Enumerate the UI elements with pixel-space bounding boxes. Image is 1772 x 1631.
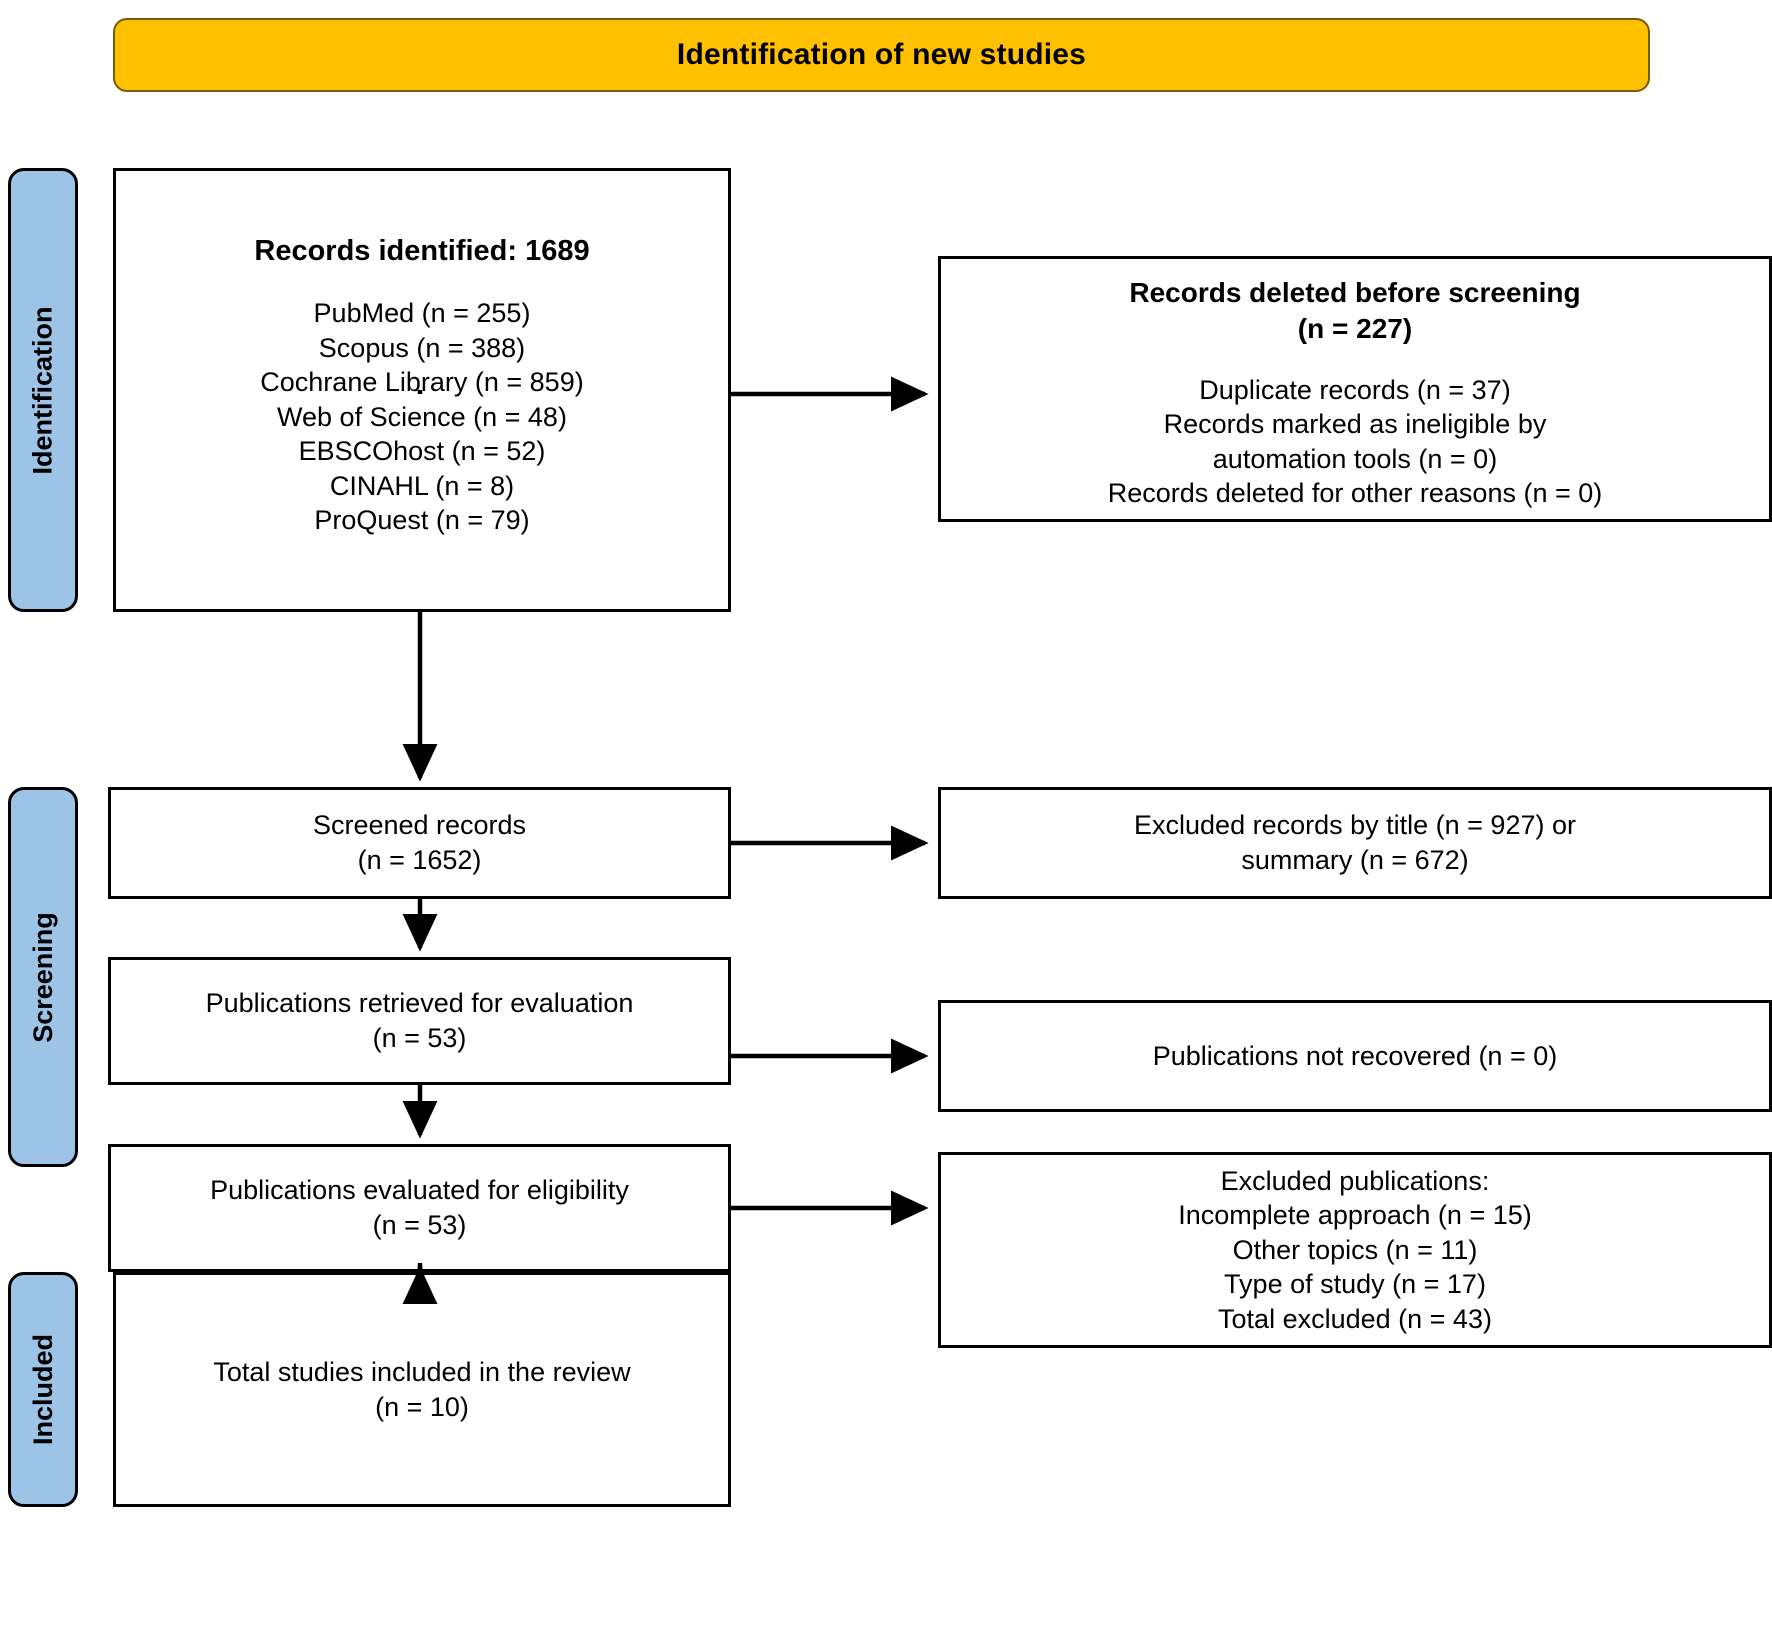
stage-label-included-text: Included [27,1333,58,1446]
total-included-label: Total studies included in the review [213,1356,631,1387]
publications-not-recovered-label: Publications not recovered (n = 0) [1152,1040,1558,1071]
deleted-reason-automation-2: automation tools (n = 0) [1212,443,1498,474]
screened-records-count: (n = 1652) [357,845,482,875]
stage-label-screening: Screening [8,787,78,1167]
source-proquest: ProQuest (n = 79) [314,505,530,536]
box-screened-records: Screened records (n = 1652) [108,787,731,899]
publications-retrieved-count: (n = 53) [372,1023,467,1053]
box-publications-evaluated-eligibility: Publications evaluated for eligibility (… [108,1144,731,1272]
source-scopus: Scopus (n = 388) [318,332,526,363]
deleted-reason-automation-1: Records marked as ineligible by [1163,409,1547,440]
screened-records-label: Screened records [312,810,527,841]
source-web-of-science: Web of Science (n = 48) [277,401,567,432]
box-publications-not-recovered: Publications not recovered (n = 0) [938,1000,1772,1112]
source-cochrane-library: Cochrane Library (n = 859) [260,367,584,398]
records-identified-title: Records identified: 1689 [254,235,590,267]
source-cinahl: CINAHL (n = 8) [329,470,515,501]
excluded-reason-type-of-study: Type of study (n = 17) [1224,1269,1486,1300]
excluded-publications-heading: Excluded publications: [1220,1165,1490,1196]
excluded-reason-other-topics: Other topics (n = 11) [1232,1234,1478,1265]
excluded-total: Total excluded (n = 43) [1218,1303,1492,1334]
stage-label-screening-text: Screening [27,911,58,1043]
stage-label-identification: Identification [8,168,78,612]
records-deleted-count: (n = 227) [1297,312,1413,344]
stage-label-included: Included [8,1272,78,1507]
box-excluded-publications: Excluded publications: Incomplete approa… [938,1152,1772,1348]
box-records-identified: Records identified: 1689 PubMed (n = 255… [113,168,731,612]
publications-eligibility-count: (n = 53) [372,1210,467,1240]
stage-label-identification-text: Identification [27,306,58,474]
box-publications-retrieved: Publications retrieved for evaluation (n… [108,957,731,1085]
box-total-studies-included: Total studies included in the review (n … [113,1272,731,1507]
total-included-count: (n = 10) [375,1391,469,1422]
source-ebscohost: EBSCOhost (n = 52) [298,436,546,467]
deleted-reason-other: Records deleted for other reasons (n = 0… [1107,478,1603,509]
records-deleted-title: Records deleted before screening [1129,277,1581,308]
deleted-reason-duplicates: Duplicate records (n = 37) [1199,374,1511,405]
header-banner: Identification of new studies [113,18,1650,92]
box-excluded-records-by-title: Excluded records by title (n = 927) or s… [938,787,1772,899]
source-pubmed: PubMed (n = 255) [313,298,531,329]
box-records-deleted-before-screening: Records deleted before screening (n = 22… [938,256,1772,522]
publications-eligibility-label: Publications evaluated for eligibility [210,1175,629,1206]
excluded-by-title-line-1: Excluded records by title (n = 927) or [1134,810,1576,841]
publications-retrieved-label: Publications retrieved for evaluation [205,988,634,1019]
excluded-by-title-line-2: summary (n = 672) [1241,845,1469,875]
excluded-reason-incomplete-approach: Incomplete approach (n = 15) [1178,1200,1532,1231]
header-title: Identification of new studies [676,38,1087,71]
